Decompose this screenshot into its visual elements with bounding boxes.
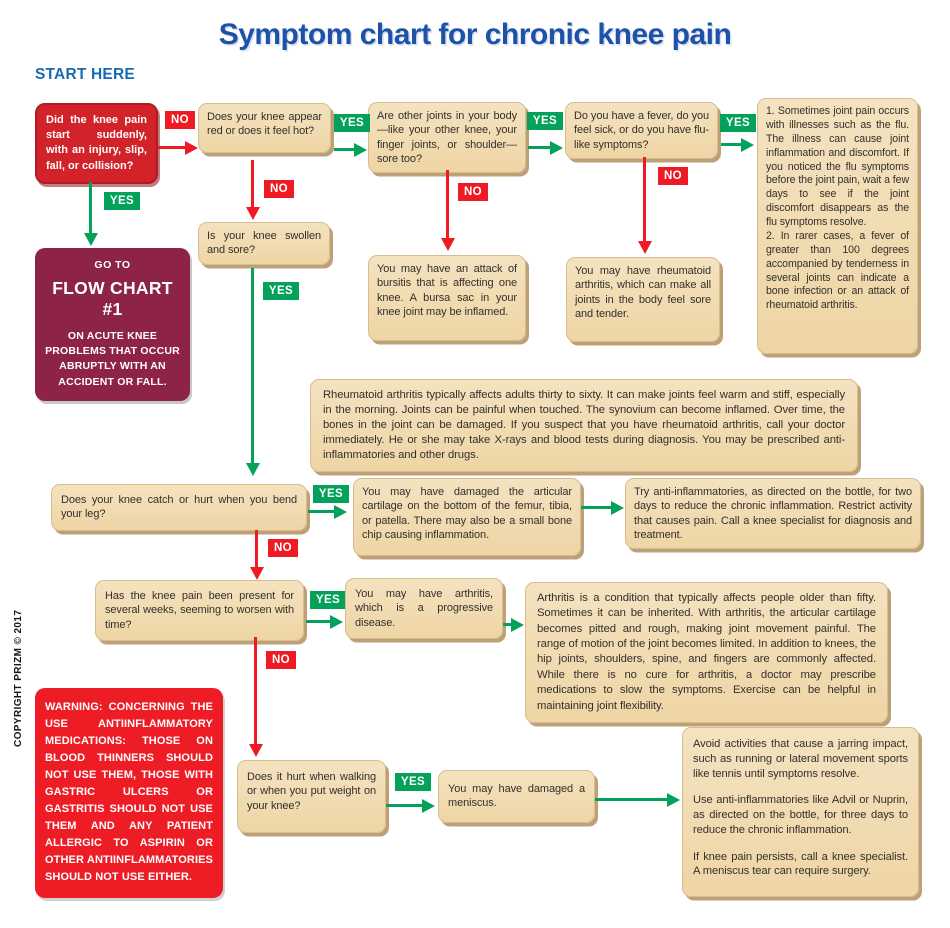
- yes-label: YES: [334, 114, 370, 132]
- node-fever-question: Do you have a fever, do you feel sick, o…: [565, 102, 718, 159]
- arrowhead-down-icon: [246, 463, 260, 476]
- no-label: NO: [658, 167, 688, 185]
- node-arthritis-result: You may have arthritis, which is a progr…: [345, 578, 503, 639]
- yes-label: YES: [395, 773, 431, 791]
- arrowhead-right-icon: [334, 505, 347, 519]
- no-label: NO: [268, 539, 298, 557]
- arrowhead-right-icon: [741, 138, 754, 152]
- yes-label: YES: [310, 591, 346, 609]
- arrow-no-start-to-redhot: [158, 146, 188, 149]
- node-other-joints-question: Are other joints in your body—like your …: [368, 102, 526, 174]
- arrowhead-down-icon: [246, 207, 260, 220]
- page-title: Symptom chart for chronic knee pain: [218, 18, 732, 51]
- arrowhead-down-icon: [441, 238, 455, 251]
- arrow-yes-redhot-to-otherjoints: [334, 148, 356, 151]
- node-meniscus-advice: Avoid activities that cause a jarring im…: [682, 727, 919, 897]
- arrowhead-right-icon: [422, 799, 435, 813]
- arrowhead-down-icon: [250, 567, 264, 580]
- flowchart1-desc: ON ACUTE KNEE PROBLEMS THAT OCCUR ABRUPT…: [45, 330, 180, 388]
- arrow-yes-walk-to-meniscus: [386, 804, 424, 807]
- node-try-antiinflammatories: Try anti-inflammatories, as directed on …: [625, 478, 921, 550]
- arrowhead-right-icon: [611, 501, 624, 515]
- arrowhead-down-icon: [638, 241, 652, 254]
- node-rheumatoid-info: Rheumatoid arthritis typically affects a…: [310, 379, 858, 473]
- arrowhead-right-icon: [511, 618, 524, 632]
- goto-label: GO TO: [94, 259, 131, 271]
- arrow-no-weeks-to-walk: [254, 637, 257, 745]
- arrow-arthritis-to-info: [503, 623, 513, 626]
- node-cartilage-result: You may have damaged the articular carti…: [353, 478, 581, 556]
- start-here-label: START HERE: [35, 66, 135, 83]
- node-red-hot-question: Does your knee appear red or does it fee…: [198, 103, 331, 153]
- arrow-no-fever-to-rheumatoid: [643, 157, 646, 242]
- node-flu-info: 1. Sometimes joint pain occurs with illn…: [757, 98, 918, 354]
- arrowhead-right-icon: [550, 141, 563, 155]
- arrow-no-catch-to-weeks: [255, 530, 258, 568]
- node-rheumatoid-result: You may have rheumatoid arthritis, which…: [566, 257, 720, 342]
- arrow-yes-start-to-goto: [89, 182, 92, 234]
- advice-paragraph-1: Avoid activities that cause a jarring im…: [693, 738, 908, 780]
- arrowhead-right-icon: [185, 141, 198, 155]
- node-weeks-question: Has the knee pain been present for sever…: [95, 580, 304, 641]
- arrow-meniscus-to-advice: [595, 798, 669, 801]
- arrowhead-right-icon: [354, 143, 367, 157]
- arrow-yes-fever-to-fluinfo: [721, 143, 743, 146]
- advice-paragraph-2: Use anti-inflammatories like Advil or Nu…: [693, 794, 908, 836]
- node-goto-flowchart1: GO TO FLOW CHART #1 ON ACUTE KNEE PROBLE…: [35, 248, 190, 401]
- node-walk-question: Does it hurt when walking or when you pu…: [237, 760, 386, 833]
- arrowhead-down-icon: [249, 744, 263, 757]
- arrow-no-redhot-to-swollen: [251, 160, 254, 208]
- flu-info-text: 1. Sometimes joint pain occurs with illn…: [766, 105, 909, 312]
- arrowhead-down-icon: [84, 233, 98, 246]
- node-start-question: Did the knee pain start suddenly, with a…: [35, 103, 158, 184]
- yes-label: YES: [263, 282, 299, 300]
- advice-paragraph-3: If knee pain persists, call a knee speci…: [693, 850, 908, 878]
- no-label: NO: [266, 651, 296, 669]
- node-meniscus-result: You may have damaged a meniscus.: [438, 770, 595, 823]
- copyright-text: COPYRIGHT PRIZM © 2017: [13, 609, 24, 747]
- node-warning: WARNING: CONCERNING THE USE ANTIINFLAMMA…: [35, 688, 223, 898]
- node-arthritis-info: Arthritis is a condition that typically …: [525, 582, 888, 723]
- yes-label: YES: [313, 485, 349, 503]
- node-catch-question: Does your knee catch or hurt when you be…: [51, 484, 307, 531]
- no-label: NO: [264, 180, 294, 198]
- arrow-yes-otherjoints-to-fever: [528, 146, 552, 149]
- no-label: NO: [165, 111, 195, 129]
- arrowhead-right-icon: [667, 793, 680, 807]
- arrow-yes-weeks-to-arthritis: [306, 620, 332, 623]
- arrow-yes-swollen-to-catch: [251, 268, 254, 464]
- yes-label: YES: [527, 112, 563, 130]
- arrow-cartilage-to-tryanti: [581, 506, 613, 509]
- yes-label: YES: [720, 114, 756, 132]
- arrow-yes-catch-to-cartilage: [308, 510, 336, 513]
- yes-label: YES: [104, 192, 140, 210]
- no-label: NO: [458, 183, 488, 201]
- flowchart1-title: FLOW CHART #1: [52, 278, 173, 319]
- arrowhead-right-icon: [330, 615, 343, 629]
- node-bursitis-result: You may have an attack of bursitis that …: [368, 255, 526, 341]
- node-swollen-question: Is your knee swollen and sore?: [198, 222, 330, 265]
- arrow-no-otherjoints-to-bursitis: [446, 170, 449, 239]
